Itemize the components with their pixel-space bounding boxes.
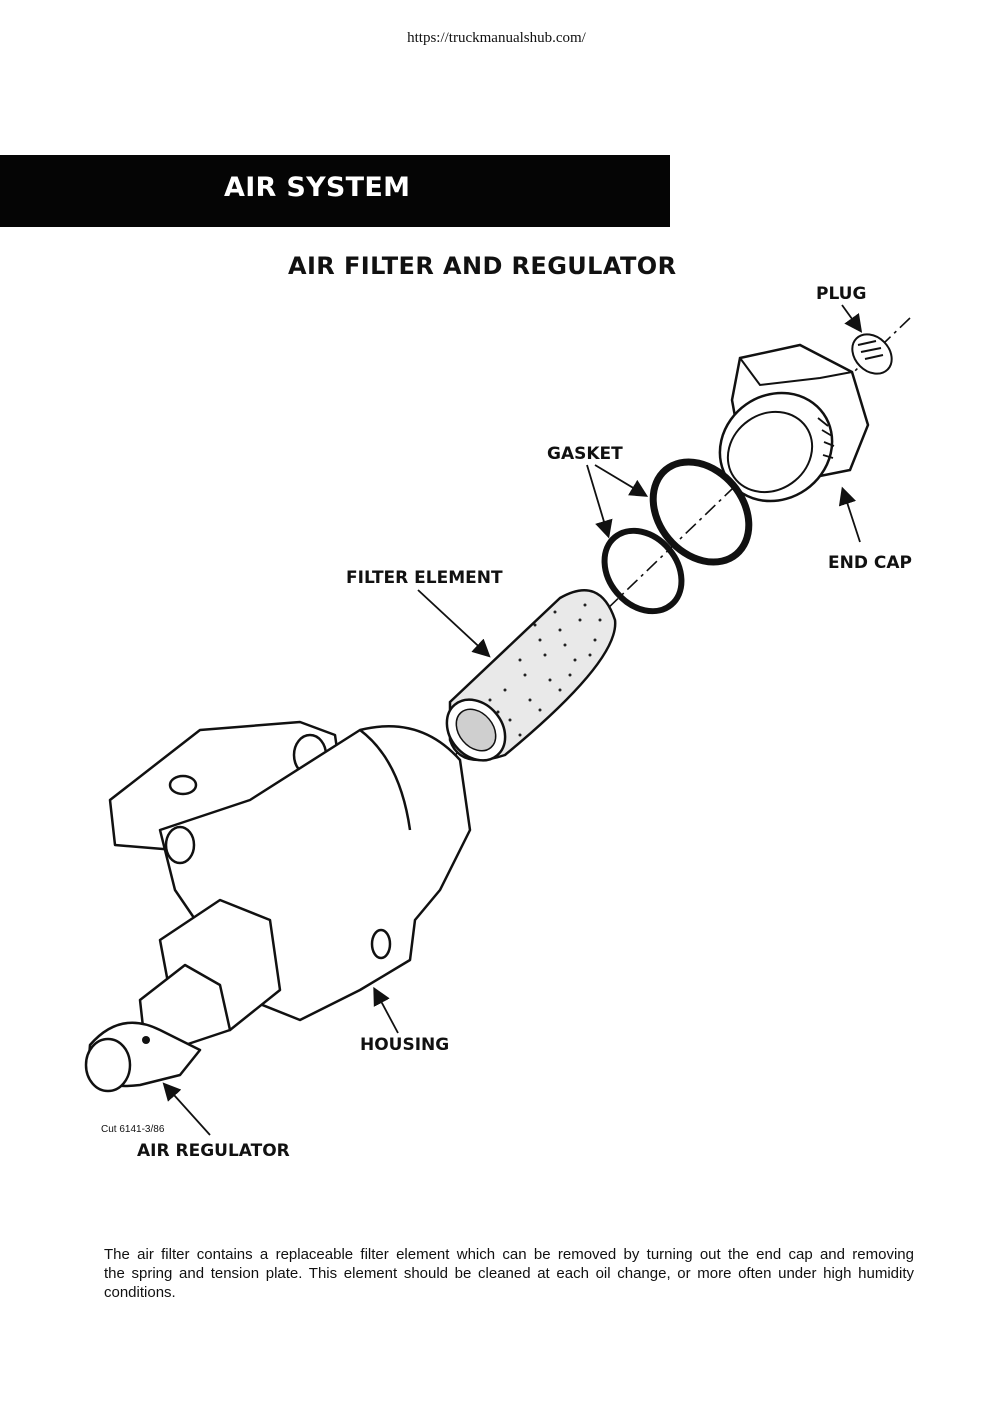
gasket-large (649, 458, 753, 566)
label-housing: HOUSING (360, 1035, 450, 1055)
end-cap-part (718, 343, 870, 503)
housing-part (84, 720, 472, 1093)
gasket-small (601, 527, 685, 615)
label-gasket: GASKET (547, 444, 623, 464)
label-air-regulator: AIR REGULATOR (137, 1141, 290, 1161)
label-filter-element: FILTER ELEMENT (346, 568, 503, 588)
regulator-port-hole (142, 1036, 150, 1044)
label-end-cap: END CAP (828, 553, 912, 573)
label-plug: PLUG (816, 284, 867, 304)
cut-number: Cut 6141-3/86 (101, 1124, 165, 1135)
section-title: AIR SYSTEM (224, 172, 411, 203)
plug-part (851, 333, 893, 375)
figure-title: AIR FILTER AND REGULATOR (288, 252, 677, 280)
source-url: https://truckmanualshub.com/ (407, 30, 586, 46)
assembly-axis-line (449, 317, 911, 761)
filter-element-part (445, 589, 617, 762)
body-paragraph: The air filter contains a replaceable fi… (104, 1246, 914, 1301)
section-banner: AIR SYSTEM (0, 155, 670, 227)
